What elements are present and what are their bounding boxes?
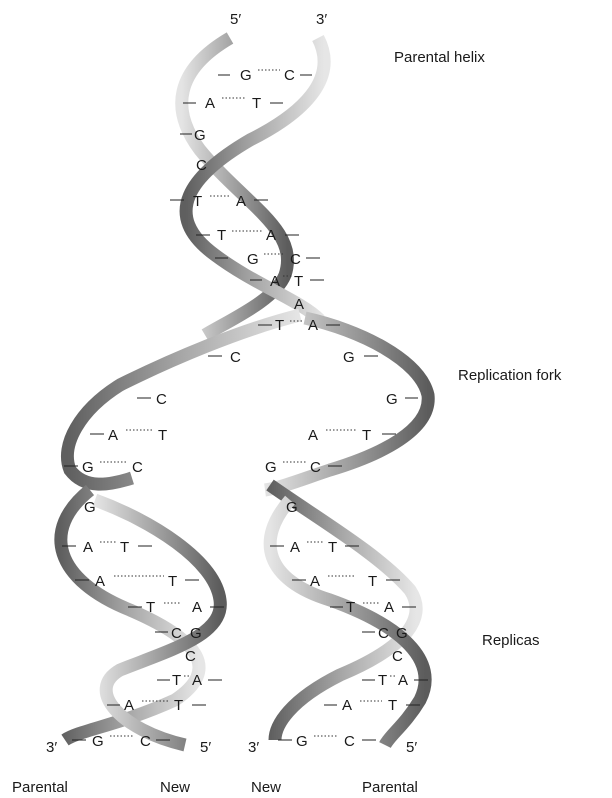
right-replica (263, 479, 432, 749)
fork-bases: C G C G (137, 349, 418, 408)
fork-base-right: G (386, 391, 398, 408)
base-pair-left: C (392, 648, 403, 665)
fork-left-strand (60, 308, 302, 491)
base-pair-right: T (174, 697, 183, 714)
base-pair-right: C (344, 733, 355, 750)
left-replica-new-strand (92, 493, 227, 752)
parental-strand-front (179, 34, 331, 325)
base-pair-left: G (92, 733, 104, 750)
replication-fork (60, 308, 435, 497)
right-replica-3prime-label: 3′ (248, 739, 259, 756)
base-pair-right: A (308, 317, 318, 334)
fork-base-left: C (156, 391, 167, 408)
base-pair-right: T (328, 539, 337, 556)
right-replica-5prime-label: 5′ (406, 739, 417, 756)
left-replica-base-pairs: A T G C G A T A T T A C G C T A A (62, 427, 224, 750)
base-pair-left: A (308, 427, 318, 444)
base-pair-left: A (290, 539, 300, 556)
base-pair-right: T (368, 573, 377, 590)
base-pair-left: A (342, 697, 352, 714)
base-pair-left: G (247, 251, 259, 268)
base-pair-left: A (294, 296, 304, 313)
base-pair-left: T (193, 193, 202, 210)
fork-base-left: C (230, 349, 241, 366)
base-pair-right: A (192, 599, 202, 616)
right-replica-base-pairs: A T G C G A T A T T A C G C T A A (265, 427, 428, 750)
left-replica-5prime-label: 5′ (200, 739, 211, 756)
base-pair-left: A (95, 573, 105, 590)
top-right-end-label: 3′ (316, 11, 327, 28)
left-replica-3prime-label: 3′ (46, 739, 57, 756)
base-pair-right: T (158, 427, 167, 444)
base-pair-right: T (252, 95, 261, 112)
base-pair-left: A (270, 273, 280, 290)
base-pair-left: G (286, 499, 298, 516)
base-pair-left: A (205, 95, 215, 112)
strand-label-parental-left: Parental (12, 779, 68, 796)
base-pair-left: C (171, 625, 182, 642)
left-replica (54, 484, 227, 752)
base-pair-right: T (362, 427, 371, 444)
strand-label-new-left: New (160, 779, 190, 796)
base-pair-right: C (284, 67, 295, 84)
base-pair-right: A (384, 599, 394, 616)
fork-base-right: G (343, 349, 355, 366)
base-pair-left: C (196, 157, 207, 174)
replicas-label: Replicas (482, 632, 540, 649)
base-pair-right: C (132, 459, 143, 476)
base-pair-right: A (236, 193, 246, 210)
right-replica-new-strand (266, 479, 423, 741)
base-pair-left: T (146, 599, 155, 616)
base-pair-right: T (294, 273, 303, 290)
base-pair-left: C (185, 648, 196, 665)
strand-label-parental-right: Parental (362, 779, 418, 796)
strand-label-new-right: New (251, 779, 281, 796)
base-pair-left: G (296, 733, 308, 750)
base-pair-right: G (396, 625, 408, 642)
base-pair-right: T (120, 539, 129, 556)
parental-helix (175, 32, 331, 341)
base-pair-right: T (168, 573, 177, 590)
base-pair-left: G (194, 127, 206, 144)
base-pair-left: G (240, 67, 252, 84)
right-replica-parental-strand (263, 495, 432, 749)
parental-base-pairs: G C A T G C T A T A G C A T A T (170, 67, 340, 334)
base-pair-left: T (346, 599, 355, 616)
replication-fork-label: Replication fork (458, 367, 562, 384)
base-pair-left: A (310, 573, 320, 590)
base-pair-right: A (398, 672, 408, 689)
base-pair-left: G (265, 459, 277, 476)
base-pair-left: T (217, 227, 226, 244)
base-pair-left: A (83, 539, 93, 556)
base-pair-left: G (82, 459, 94, 476)
base-pair-right: G (190, 625, 202, 642)
base-pair-left: C (378, 625, 389, 642)
base-pair-right: A (192, 672, 202, 689)
top-left-end-label: 5′ (230, 11, 241, 28)
base-pair-left: A (124, 697, 134, 714)
base-pair-right: A (266, 227, 276, 244)
base-pair-left: T (275, 317, 284, 334)
base-pair-left: A (108, 427, 118, 444)
fork-right-strand (263, 311, 435, 497)
parental-helix-label: Parental helix (394, 49, 485, 66)
base-pair-left: T (172, 672, 181, 689)
base-pair-right: C (290, 251, 301, 268)
base-pair-left: G (84, 499, 96, 516)
base-pair-right: T (388, 697, 397, 714)
base-pair-left: T (378, 672, 387, 689)
base-pair-right: C (310, 459, 321, 476)
parental-strand-back (175, 32, 294, 341)
base-pair-right: C (140, 733, 151, 750)
